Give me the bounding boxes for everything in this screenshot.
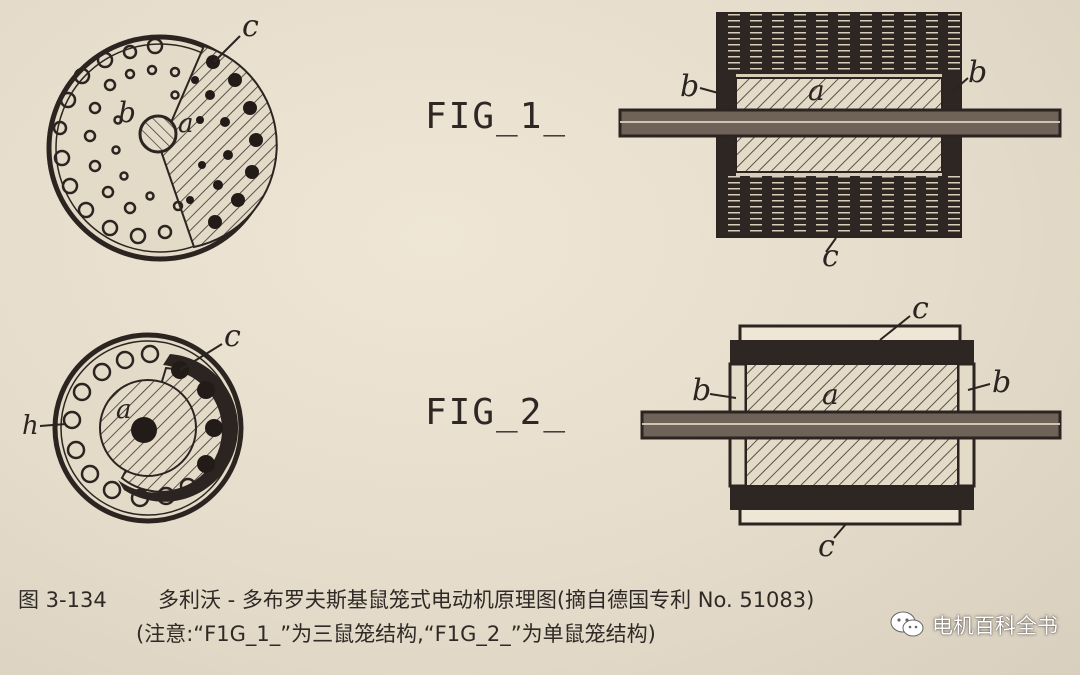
fig2-side-label-b-left: b [692, 373, 711, 408]
patent-figure: c b a FIG_1_ b b a c [22, 9, 1062, 564]
watermark-text: 电机百科全书 [932, 614, 1058, 638]
fig2-side-label-c-bottom: c [818, 529, 835, 564]
wechat-icon [890, 611, 924, 639]
fig1-title: FIG_1_ [425, 96, 567, 137]
watermark: 电机百科全书 [890, 610, 1058, 640]
fig2-title: FIG_2_ [425, 392, 567, 433]
fig2-label-a: a [116, 395, 132, 425]
fig2-side-label-b-right: b [992, 365, 1011, 400]
fig1-side-label-a: a [808, 74, 825, 107]
fig1-side-view [618, 12, 1062, 253]
fig1-side-label-b-right: b [968, 55, 987, 90]
figure-number: 图 3-134 [18, 588, 107, 612]
fig2-label-h: h [22, 411, 39, 441]
fig1-label-b: b [118, 96, 136, 129]
fig1-side-label-b-left: b [680, 69, 699, 104]
figure-note: (注意:“F1G_1_”为三鼠笼结构,“F1G_2_”为单鼠笼结构) [136, 622, 656, 646]
fig2-side-label-a: a [822, 378, 839, 411]
figure-title: 多利沃 - 多布罗夫斯基鼠笼式电动机原理图(摘自德国专利 No. 51083) [158, 588, 815, 612]
fig1-label-a: a [178, 109, 194, 139]
fig2-label-c: c [224, 319, 241, 354]
fig1-label-c: c [242, 9, 259, 44]
fig2-side-label-c-top: c [912, 291, 929, 326]
figure-caption: 图 3-134 多利沃 - 多布罗夫斯基鼠笼式电动机原理图(摘自德国专利 No. … [18, 583, 1068, 651]
fig2-cross-section [39, 332, 244, 524]
fig1-side-label-c: c [822, 239, 839, 274]
fig1-cross-section [46, 34, 278, 262]
fig2-side-view [640, 315, 1062, 539]
